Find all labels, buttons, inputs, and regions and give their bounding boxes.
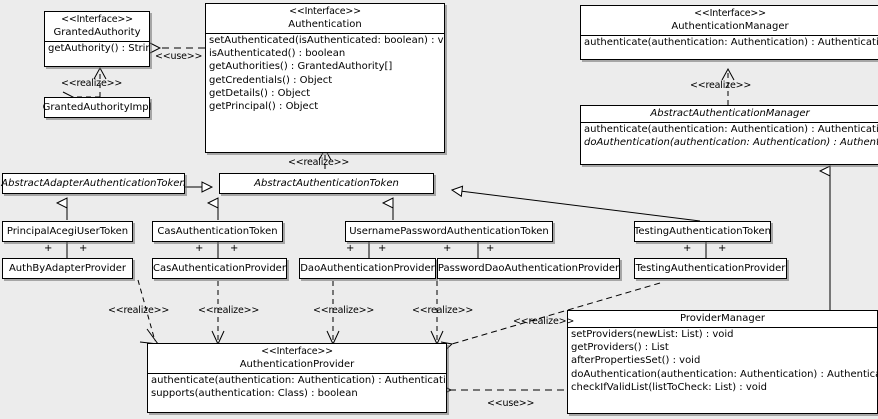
method-item: authenticate(authentication: Authenticat… — [584, 37, 878, 48]
class-cas-authentication-token[interactable]: CasAuthenticationToken — [152, 221, 283, 242]
edge-label-realize-cas-authentication-provider: <<realize>> — [198, 305, 260, 316]
method-item: doAuthentication(authentication: Authent… — [584, 137, 878, 149]
class-name: Authentication — [288, 19, 362, 30]
method-compartment: authenticate(authentication: Authenticat… — [148, 373, 446, 400]
class-granted-authority[interactable]: <<Interface>> GrantedAuthority getAuthor… — [44, 11, 150, 67]
method-compartment: setProviders(newList: List) : void getPr… — [568, 327, 877, 394]
class-name: AbstractAuthenticationManager — [650, 108, 810, 119]
edge-label-use-provider-manager: <<use>> — [487, 398, 535, 409]
class-name: PrincipalAcegiUserToken — [6, 226, 129, 237]
edge-label-realize-testing-authentication-provider: <<realize>> — [513, 316, 575, 327]
visibility-marker: + — [346, 243, 355, 254]
class-testing-authentication-token[interactable]: TestingAuthenticationToken — [634, 221, 771, 242]
class-name: AbstractAuthenticationToken — [254, 178, 399, 189]
class-auth-by-adapter-provider[interactable]: AuthByAdapterProvider — [2, 258, 133, 279]
method-item: getDetails() : Object — [209, 87, 311, 99]
visibility-marker: + — [79, 243, 88, 254]
class-provider-manager[interactable]: ProviderManager setProviders(newList: Li… — [567, 310, 878, 414]
visibility-marker: + — [44, 243, 53, 254]
class-name: CasAuthenticationToken — [157, 226, 278, 237]
edge-label-realize-password-dao-authentication-provider: <<realize>> — [412, 305, 474, 316]
class-authentication[interactable]: <<Interface>> Authentication setAuthenti… — [205, 3, 445, 153]
class-abstract-authentication-token[interactable]: AbstractAuthenticationToken — [219, 173, 434, 194]
visibility-marker: + — [443, 243, 452, 254]
class-authentication-manager[interactable]: <<Interface>> AuthenticationManager auth… — [580, 5, 878, 60]
visibility-marker: + — [718, 243, 727, 254]
class-header: <<Interface>> GrantedAuthority — [45, 12, 149, 41]
edge-label-realize-dao-authentication-provider: <<realize>> — [313, 305, 375, 316]
method-item: doAuthentication(authentication: Authent… — [571, 368, 877, 380]
class-authentication-provider[interactable]: <<Interface>> AuthenticationProvider aut… — [147, 343, 447, 413]
class-name: PasswordDaoAuthenticationProvider — [437, 263, 620, 274]
class-abstract-adapter-authentication-token[interactable]: AbstractAdapterAuthenticationToken — [1, 173, 186, 194]
method-item: getCredentials() : Object — [209, 74, 333, 86]
class-name: GrantedAuthorityImpl — [42, 102, 152, 113]
class-principal-acegi-user-token[interactable]: PrincipalAcegiUserToken — [2, 221, 133, 242]
edge-label-realize-granted-authority-impl: <<realize>> — [61, 78, 123, 89]
class-granted-authority-impl[interactable]: GrantedAuthorityImpl — [42, 97, 152, 118]
class-name: ProviderManager — [679, 313, 765, 324]
method-item: afterPropertiesSet() : void — [571, 355, 701, 367]
method-item: isAuthenticated() : boolean — [209, 48, 346, 60]
method-compartment: getAuthority() : String — [45, 41, 149, 55]
class-name: GrantedAuthority — [53, 27, 141, 38]
class-abstract-authentication-manager[interactable]: AbstractAuthenticationManager authentica… — [580, 105, 878, 165]
stereotype-label: <<Interface>> — [261, 346, 333, 357]
method-item: authenticate(authentication: Authenticat… — [584, 124, 878, 135]
stereotype-label: <<Interface>> — [289, 6, 361, 17]
method-item: authenticate(authentication: Authenticat… — [151, 375, 446, 386]
class-name: TestingAuthenticationProvider — [635, 263, 786, 274]
method-item: getProviders() : List — [571, 342, 669, 354]
class-name: AuthenticationProvider — [239, 359, 355, 370]
class-username-password-authentication-token[interactable]: UsernamePasswordAuthenticationToken — [345, 221, 553, 242]
edge-label-use-granted-authority: <<use>> — [155, 51, 203, 62]
class-dao-authentication-provider[interactable]: DaoAuthenticationProvider — [299, 258, 436, 279]
class-name: AuthByAdapterProvider — [8, 263, 127, 274]
class-cas-authentication-provider[interactable]: CasAuthenticationProvider — [152, 258, 287, 279]
class-header: AbstractAuthenticationManager — [581, 106, 878, 122]
visibility-marker: + — [486, 243, 495, 254]
class-name: AuthenticationManager — [671, 21, 789, 32]
edge-label-realize-abstract-authentication-manager: <<realize>> — [690, 80, 752, 91]
edge-label-realize-auth-by-adapter-provider: <<realize>> — [108, 305, 170, 316]
class-name: DaoAuthenticationProvider — [300, 263, 435, 274]
method-compartment: setAuthenticated(isAuthenticated: boolea… — [206, 33, 444, 113]
class-header: <<Interface>> AuthenticationManager — [581, 6, 878, 35]
stereotype-label: <<Interface>> — [694, 8, 766, 19]
class-password-dao-authentication-provider[interactable]: PasswordDaoAuthenticationProvider — [437, 258, 620, 279]
visibility-marker: + — [378, 243, 387, 254]
class-testing-authentication-provider[interactable]: TestingAuthenticationProvider — [634, 258, 787, 279]
method-compartment: authenticate(authentication: Authenticat… — [581, 35, 878, 49]
class-name: TestingAuthenticationToken — [633, 226, 772, 237]
visibility-marker: + — [195, 243, 204, 254]
method-item: setProviders(newList: List) : void — [571, 329, 734, 340]
class-header: ProviderManager — [568, 311, 877, 327]
visibility-marker: + — [683, 243, 692, 254]
stereotype-label: <<Interface>> — [61, 14, 133, 25]
visibility-marker: + — [230, 243, 239, 254]
class-name: UsernamePasswordAuthenticationToken — [349, 226, 549, 237]
class-name: AbstractAdapterAuthenticationToken — [1, 178, 186, 189]
class-header: <<Interface>> AuthenticationProvider — [148, 344, 446, 373]
method-item: supports(authentication: Class) : boolea… — [151, 388, 358, 400]
class-name: CasAuthenticationProvider — [153, 263, 286, 274]
edge-label-realize-abstract-authentication-token: <<realize>> — [288, 157, 350, 168]
class-header: <<Interface>> Authentication — [206, 4, 444, 33]
method-item: checkIfValidList(listToCheck: List) : vo… — [571, 381, 768, 393]
method-item: getPrincipal() : Object — [209, 101, 319, 113]
method-item: setAuthenticated(isAuthenticated: boolea… — [209, 35, 444, 46]
method-compartment: authenticate(authentication: Authenticat… — [581, 122, 878, 149]
method-item: getAuthority() : String — [48, 43, 149, 54]
method-item: getAuthorities() : GrantedAuthority[] — [209, 61, 393, 73]
